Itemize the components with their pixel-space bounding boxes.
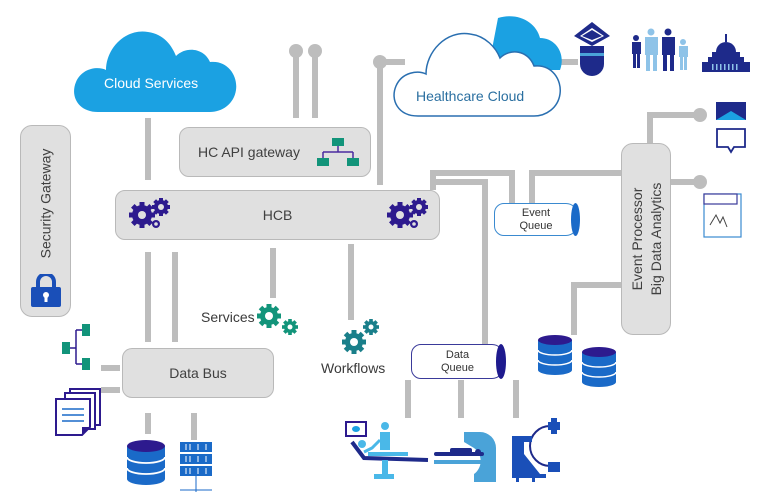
hcb[interactable]: HCB	[115, 190, 440, 240]
hc-api-gateway-label: HC API gateway	[198, 144, 300, 160]
database-icon	[537, 335, 573, 375]
connector-eventqueue-processor	[529, 170, 622, 205]
hcb-label: HCB	[262, 207, 293, 223]
email-icon	[716, 102, 746, 120]
hc-api-gateway[interactable]: HC API gateway	[179, 127, 371, 177]
connector-hcb-dataqueue	[433, 179, 488, 345]
connector-processor-databases	[571, 282, 622, 335]
graduate-icon	[574, 22, 610, 76]
server-rack-icon	[180, 442, 212, 492]
connector-processor-email	[647, 112, 700, 143]
healthcare-cloud-label: Healthcare Cloud	[416, 88, 525, 104]
lock-icon	[31, 274, 61, 307]
cloud-icon	[74, 31, 237, 112]
chart-report-icon	[703, 193, 742, 238]
database-icon	[581, 347, 617, 387]
workflows-gears-icon	[342, 319, 379, 354]
data-bus[interactable]: Data Bus	[122, 348, 274, 398]
cloud-services-label: Cloud Services	[104, 75, 199, 91]
workflows-label[interactable]: Workflows	[321, 360, 386, 376]
chat-message-icon	[716, 128, 746, 154]
people-icon	[632, 28, 688, 71]
cloud-services[interactable]: Cloud Services	[70, 20, 240, 115]
patient-chair-icon	[345, 421, 429, 479]
mri-scanner-icon	[434, 432, 496, 482]
c-arm-xray-icon	[512, 418, 560, 482]
security-gateway[interactable]: Security Gateway	[20, 125, 71, 317]
gears-icon	[387, 198, 428, 228]
gears-icon	[129, 198, 170, 228]
database-icon	[126, 440, 166, 485]
services-label[interactable]: Services	[201, 309, 255, 325]
queue-cap	[571, 203, 580, 236]
data-bus-label: Data Bus	[169, 365, 227, 381]
security-gateway-label: Security Gateway	[37, 148, 54, 259]
queue-cap	[496, 344, 506, 379]
healthcare-cloud[interactable]: Healthcare Cloud	[388, 8, 568, 120]
hierarchy-icon	[317, 138, 359, 166]
government-building-icon	[702, 34, 750, 72]
services-gears-icon	[257, 304, 298, 335]
cloud-icon	[393, 16, 562, 117]
hierarchy-icon	[62, 324, 90, 370]
documents-icon	[55, 388, 101, 436]
connector-hcb-eventqueue	[430, 170, 515, 205]
